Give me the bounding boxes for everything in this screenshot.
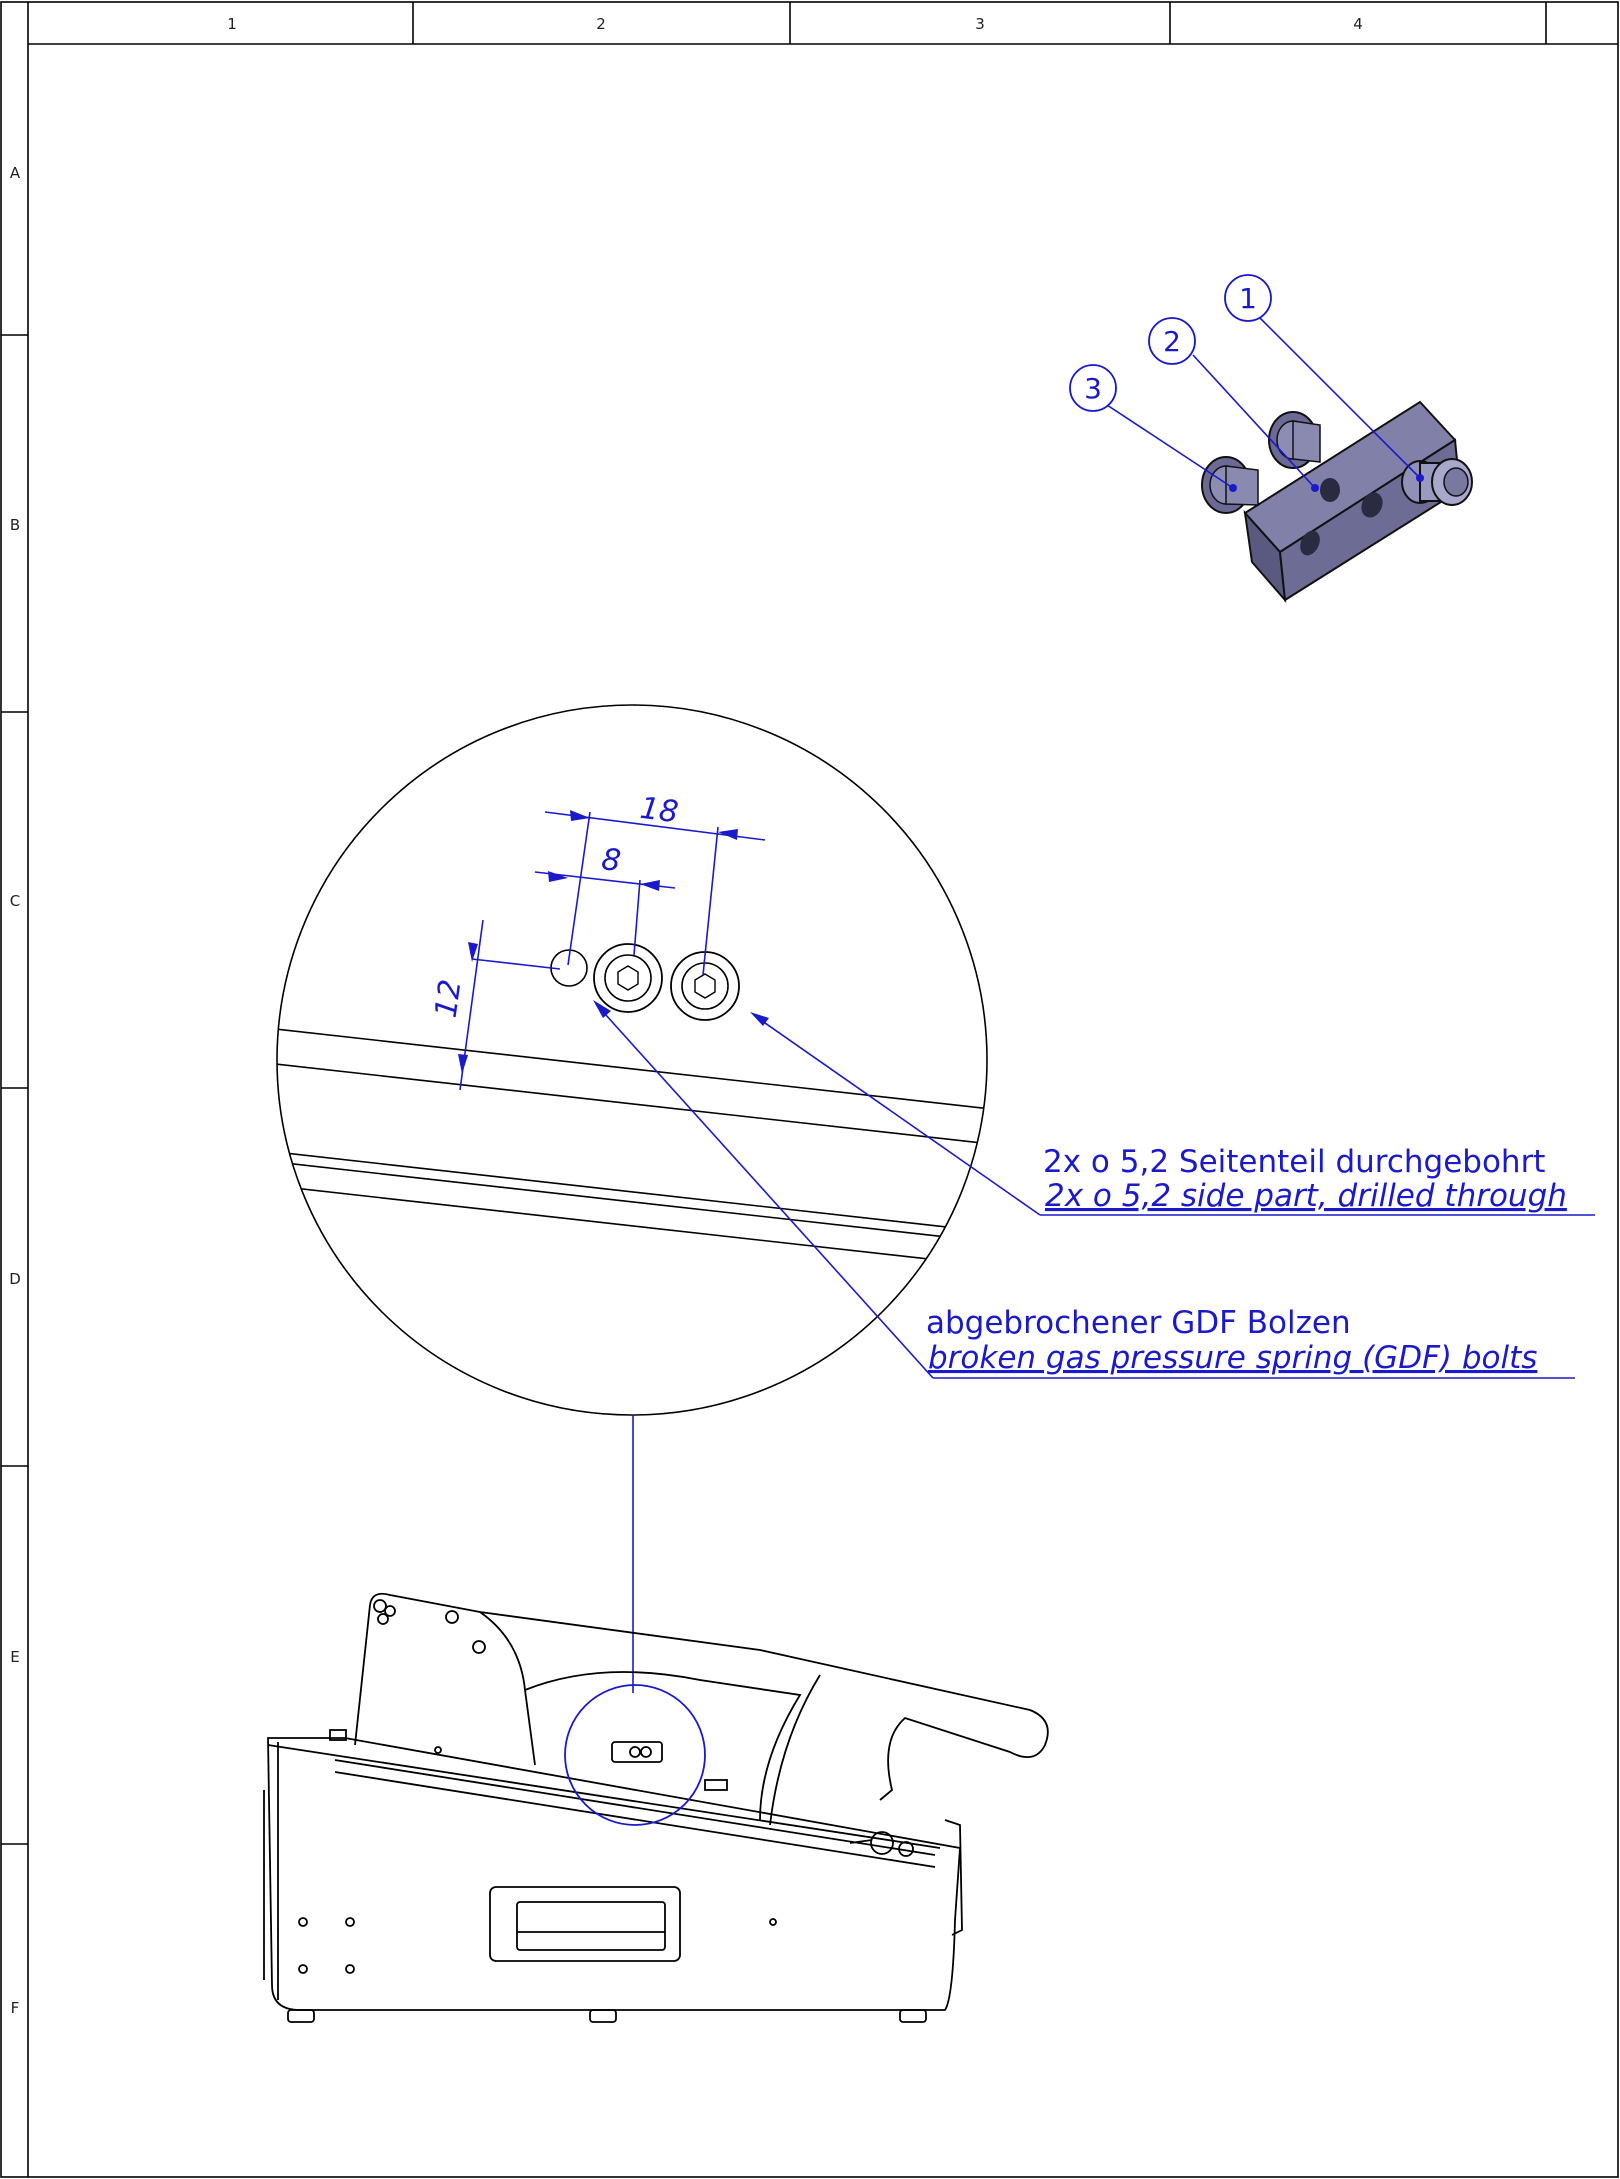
isometric-part-view [1201, 400, 1473, 604]
note-holes-german: 2x o 5,2 Seitenteil durchgebohrt [1043, 1144, 1545, 1180]
item-balloon: 1 [1224, 274, 1272, 322]
balloon-leader-dots [1229, 474, 1424, 492]
zone-column-label: 4 [1353, 15, 1363, 33]
dimension-12: 12 [429, 977, 469, 1020]
zone-row-label: B [10, 516, 20, 534]
zone-row-label: F [11, 1999, 20, 2017]
note-bolt-english: broken gas pressure spring (GDF) bolts [928, 1340, 1537, 1376]
dimension-8: 8 [600, 842, 623, 879]
dimension-18: 18 [638, 791, 680, 830]
zone-column-label: 1 [227, 15, 237, 33]
zone-row-label: A [10, 164, 21, 182]
zone-column-label: 3 [975, 15, 985, 33]
balloon-number: 1 [1239, 282, 1257, 315]
note-leaders [595, 1003, 1595, 1379]
balloon-number: 3 [1084, 372, 1102, 405]
note-arrowheads [593, 1000, 769, 1026]
item-balloon: 3 [1069, 364, 1117, 412]
dimension-arrowheads [458, 810, 738, 1074]
detail-reference-circle [564, 1684, 706, 1826]
item-balloon: 2 [1148, 317, 1196, 365]
zone-row-label: D [9, 1270, 21, 1288]
balloon-leaders [1106, 312, 1421, 489]
balloon-number: 2 [1163, 325, 1181, 358]
assembly-side-view [263, 1592, 1049, 2023]
zone-row-label: C [10, 892, 20, 910]
zone-column-label: 2 [596, 15, 606, 33]
zone-row-label: E [10, 1648, 19, 1666]
note-holes-english: 2x o 5,2 side part, drilled through [1045, 1178, 1567, 1214]
note-bolt-german: abgebrochener GDF Bolzen [926, 1305, 1351, 1341]
detail-view [276, 704, 988, 1416]
